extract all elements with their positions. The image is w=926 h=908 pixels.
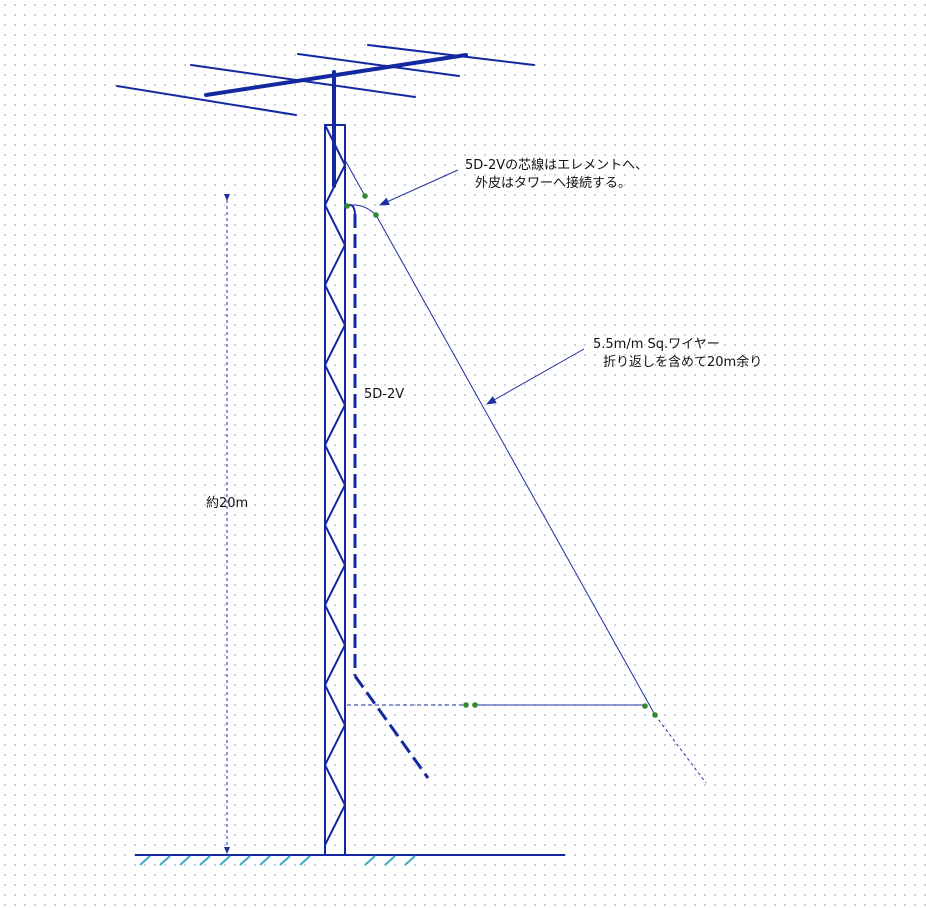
antenna-element-3 <box>297 53 460 77</box>
antenna-element-4 <box>367 44 535 66</box>
tower-lattice <box>323 124 347 846</box>
ground <box>135 854 565 866</box>
feed-note-line2: 外皮はタワーへ接続する。 <box>475 176 632 191</box>
wire-note-line1: 5.5m/m Sq.ワイヤー <box>593 337 720 352</box>
feed-wire-to-element <box>344 159 366 197</box>
callout-arrows <box>379 169 585 405</box>
node-wire-corner <box>642 703 648 709</box>
connection-nodes <box>344 193 658 718</box>
node-wire-start <box>373 212 379 218</box>
node-horizontal-2 <box>472 702 478 708</box>
antenna-element-1 <box>116 85 297 116</box>
lattice-tower <box>323 124 347 856</box>
coax-cable <box>346 204 430 779</box>
feed-note-arrow <box>379 169 459 206</box>
node-horizontal-1 <box>463 702 469 708</box>
wire-note-arrow <box>486 348 585 405</box>
long-wire-sloper <box>375 214 656 716</box>
node-wire-lower <box>652 712 658 718</box>
feed-note-line1: 5D-2Vの芯線はエレメントへ、 <box>465 158 649 173</box>
yagi-antenna <box>116 44 535 188</box>
feed-wires <box>344 159 707 784</box>
ground-hatching <box>139 855 416 866</box>
height-label: 約20m <box>206 496 249 511</box>
long-wire-return-dotted <box>654 714 707 784</box>
node-feed-top <box>362 193 368 199</box>
wire-note-line2: 折り返しを含めて20m余り <box>603 355 763 370</box>
feed-wire-junction <box>346 204 377 216</box>
node-tower-junction <box>344 203 350 209</box>
antenna-element-2 <box>190 64 416 98</box>
coax-label: 5D-2V <box>364 387 405 402</box>
coax-diagonal-run <box>353 675 430 779</box>
